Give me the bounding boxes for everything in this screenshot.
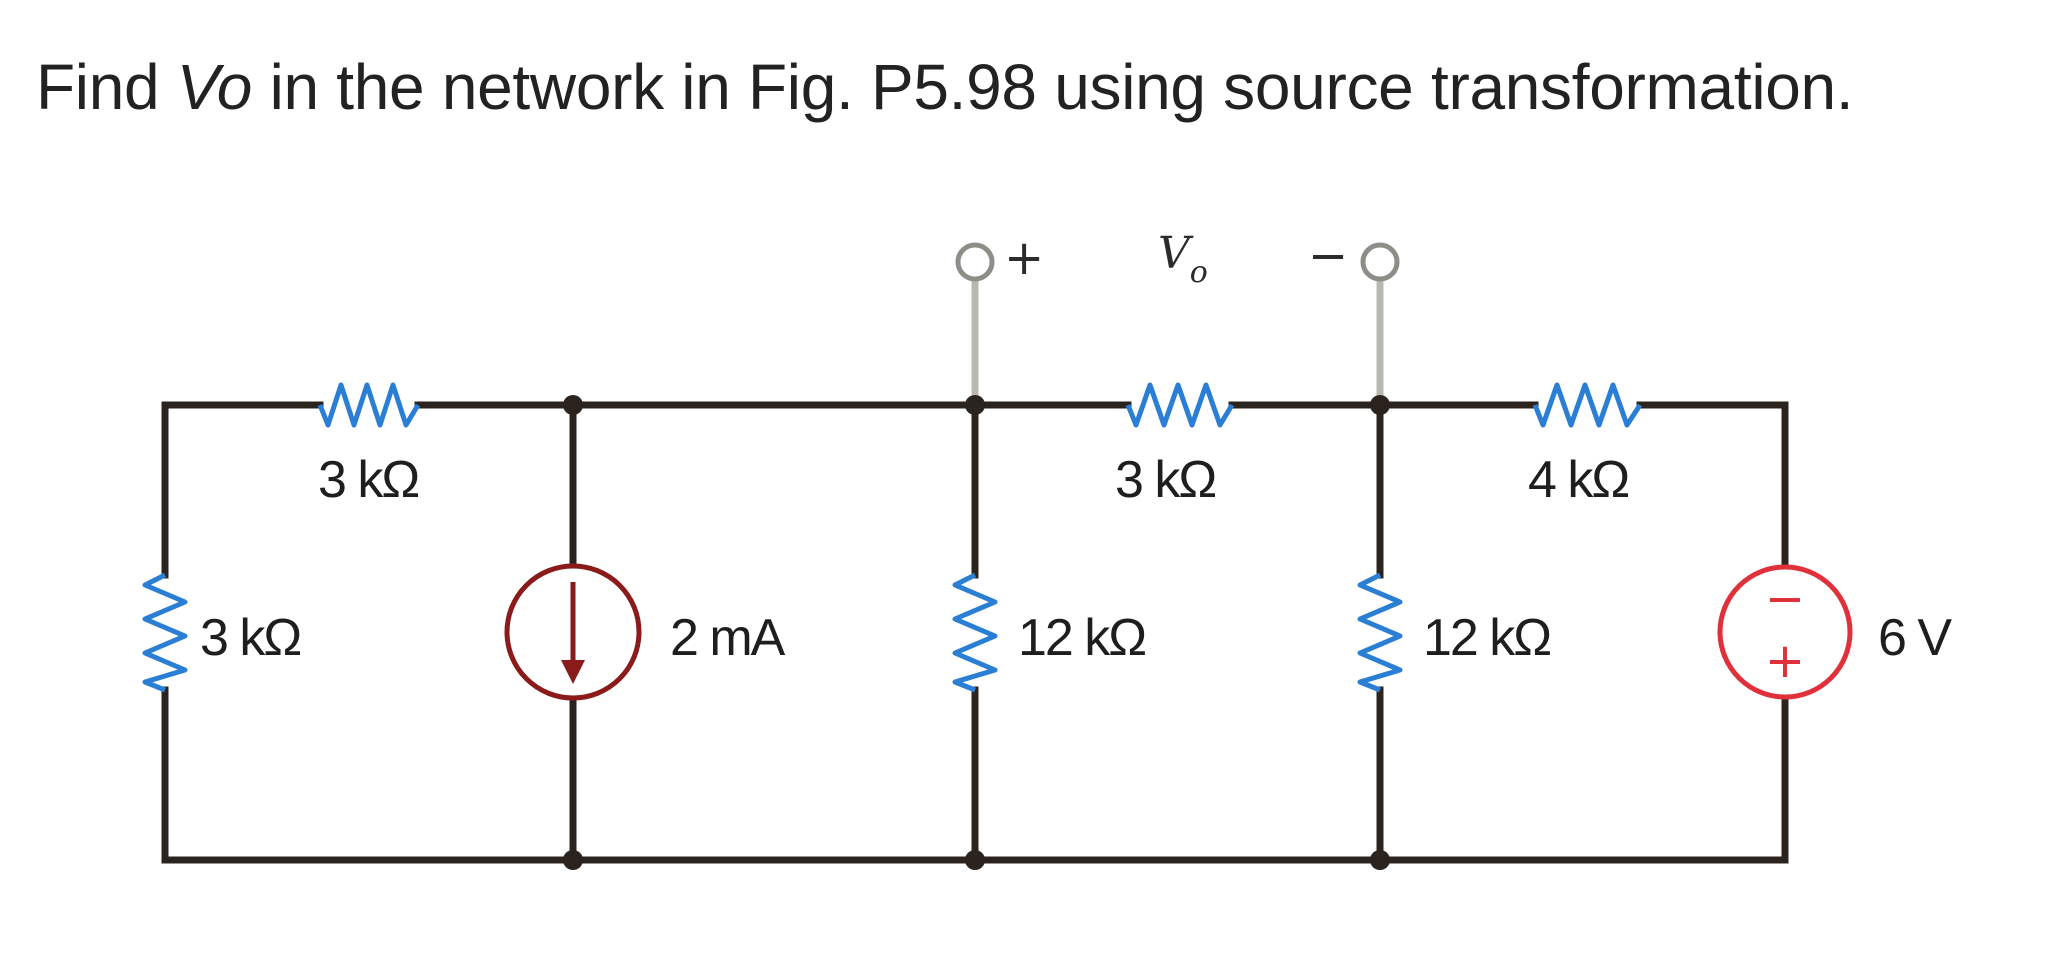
resistor-top-left — [317, 382, 421, 428]
junction-dot — [563, 850, 583, 870]
resistors — [142, 382, 1643, 693]
label-voltage-source: 6 V — [1878, 609, 1952, 667]
vo-plus-sign: + — [1004, 230, 1044, 286]
resistor-mid-vertical — [952, 572, 998, 693]
vo-label: Vo — [1158, 228, 1208, 290]
terminal-plus — [955, 242, 995, 282]
junction-dot — [563, 395, 583, 415]
output-terminals: + − Vo — [955, 228, 1400, 405]
resistor-left-vertical — [142, 572, 188, 693]
question-text: Find Vo in the network in Fig. P5.98 usi… — [36, 50, 1854, 124]
vo-variable: V — [1158, 228, 1194, 279]
label-r-top-left: 3 kΩ — [318, 451, 418, 509]
junction-dot — [965, 395, 985, 415]
junction-dot — [965, 850, 985, 870]
component-labels: 3 kΩ 3 kΩ 4 kΩ 3 kΩ 2 mA 12 kΩ 12 kΩ 6 V — [200, 451, 1954, 667]
voltage-source: − + — [1717, 564, 1853, 700]
down-arrow-icon — [561, 660, 585, 684]
resistor-top-right — [1532, 382, 1643, 428]
label-r-top-middle: 3 kΩ — [1115, 451, 1215, 509]
label-r-left-vertical: 3 kΩ — [200, 609, 300, 667]
resistor-top-middle — [1125, 382, 1235, 428]
label-current-source: 2 mA — [670, 609, 786, 667]
label-r-top-right: 4 kΩ — [1528, 451, 1628, 509]
source-minus-sign: − — [1765, 571, 1805, 627]
vo-subscript: o — [1190, 255, 1208, 290]
vo-minus-sign: − — [1308, 228, 1348, 284]
label-r-right-vertical: 12 kΩ — [1423, 609, 1550, 667]
resistor-right-vertical — [1357, 572, 1403, 693]
wires — [161, 401, 1789, 864]
terminal-minus — [1360, 242, 1400, 282]
source-plus-sign: + — [1765, 633, 1805, 689]
junction-dot — [1370, 850, 1390, 870]
junction-dot — [1370, 395, 1390, 415]
current-source — [504, 563, 642, 701]
question-variable: Vo — [176, 51, 253, 123]
question-prefix: Find — [36, 51, 177, 123]
label-r-mid-vertical: 12 kΩ — [1018, 609, 1145, 667]
question-suffix: in the network in Fig. P5.98 using sourc… — [252, 51, 1854, 123]
junctions — [563, 395, 1390, 870]
